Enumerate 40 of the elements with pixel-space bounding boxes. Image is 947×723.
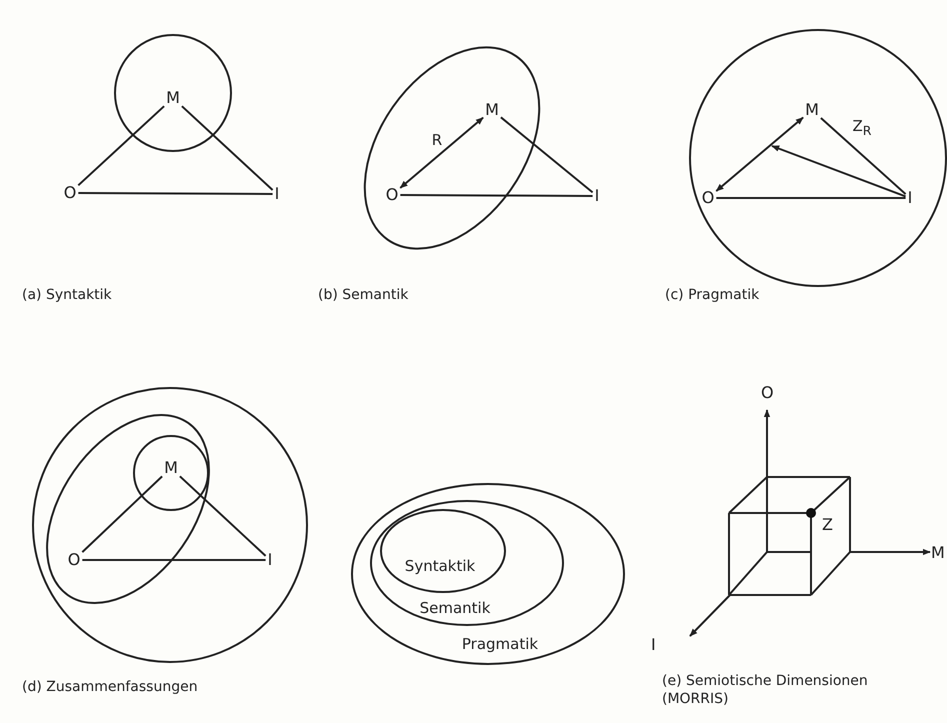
region-label: Pragmatik [462,636,538,652]
connector-line [400,194,593,197]
region-label: Syntaktik [404,558,476,574]
connector-line [78,192,273,195]
region-label: Semantik [420,600,490,616]
arrow [771,145,906,198]
figure-caption: (b) Semantik [318,286,408,304]
figure-caption: (d) Zusammenfassungen [22,678,198,696]
vertex-label: M [805,101,819,119]
axis-label: Z [822,516,833,534]
axis-label: M [931,544,945,562]
connector-line [820,117,906,195]
vertex-label: I [274,185,280,203]
figure-caption: (e) Semiotische Dimensionen (MORRIS) [662,672,869,708]
vertex-label: O [64,184,76,202]
axis-label: I [651,636,656,654]
set-ellipse [380,509,506,593]
double-arrow [400,116,484,189]
vertex-label: O [386,186,398,204]
connector-line [716,197,906,199]
axis-label: O [761,384,774,402]
connector-line [179,476,266,557]
connector-line [181,105,274,191]
vertex-label: I [594,187,600,205]
figure-caption: (a) Syntaktik [22,286,112,304]
set-ellipse [370,500,564,626]
vertex-label: O [702,189,714,207]
connector-line [500,116,594,194]
connector-line [82,476,163,553]
vertex-label: I [268,551,272,569]
double-arrow [716,116,804,192]
vertex-label: M [166,89,180,107]
connector-line [82,559,266,561]
set-ellipse [351,483,625,665]
vertex-label: I [908,189,912,207]
vertex-label: M [485,101,499,119]
connector-line [78,105,165,186]
vertex-label: O [68,551,80,569]
figure-caption: (c) Pragmatik [665,286,760,304]
vertex-label: M [164,459,178,477]
